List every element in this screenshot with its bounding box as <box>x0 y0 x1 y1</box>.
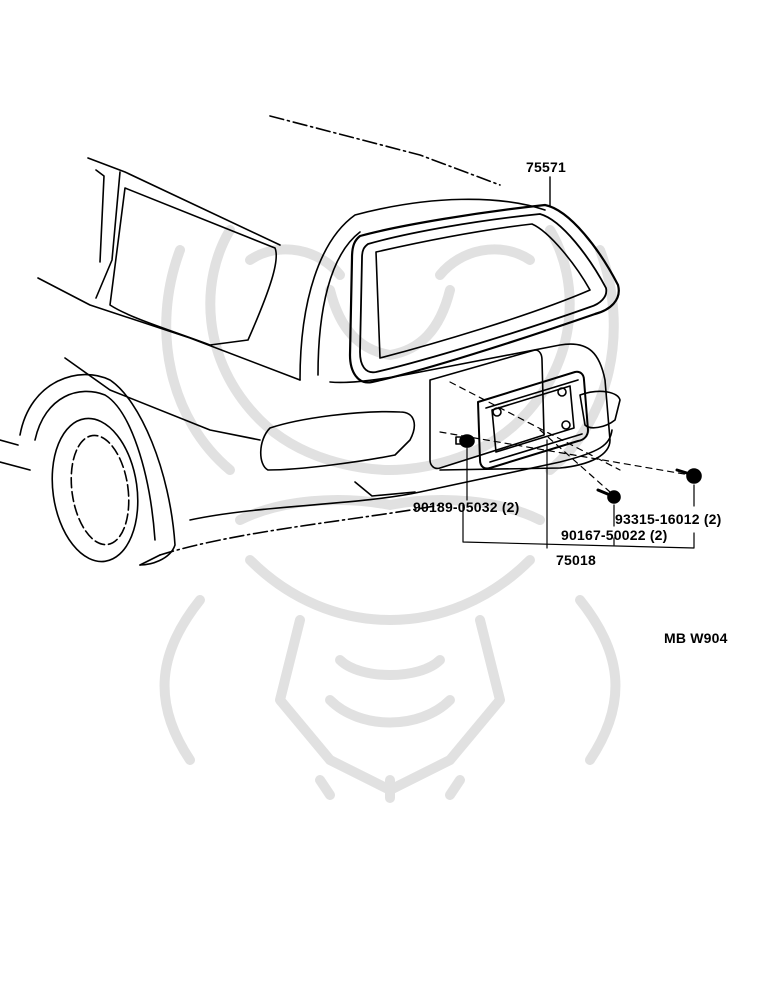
body-side-upper <box>37 277 301 381</box>
sill-line <box>0 461 31 471</box>
screw-90167 <box>596 488 621 504</box>
wheel-arch <box>19 373 176 566</box>
bumper-step <box>354 481 416 497</box>
rear-window-glass <box>375 223 591 359</box>
rear-quarter <box>299 198 546 381</box>
plate-bracket-inner <box>491 385 575 453</box>
part-label-90189[interactable]: 90189-05032 (2) <box>413 499 520 515</box>
rear-bumper-lower <box>159 504 441 556</box>
b-pillar-inner <box>95 169 105 263</box>
bracket-group-line <box>462 504 695 549</box>
bracket-bolt-hole <box>561 420 571 430</box>
plate-bracket-rib <box>485 379 583 463</box>
part-label-93315[interactable]: 93315-16012 (2) <box>615 511 722 527</box>
wheel-arch-inner <box>34 390 156 541</box>
tailgate <box>329 343 611 471</box>
plate-recess <box>429 349 545 470</box>
rear-wheel-hub <box>70 434 130 546</box>
fastener-line <box>439 431 691 476</box>
side-window <box>109 187 278 346</box>
body-lower <box>0 439 161 566</box>
plate-bracket <box>477 370 589 470</box>
rear-window-outer <box>348 203 620 384</box>
part-label-90167[interactable]: 90167-50022 (2) <box>561 527 668 543</box>
body-side-belt <box>64 357 261 441</box>
rear-window-inner <box>359 213 608 374</box>
tail-lamp-right <box>579 390 621 429</box>
rear-wheel <box>51 417 139 563</box>
b-pillar <box>95 171 121 299</box>
tail-lamp <box>259 410 416 471</box>
clip-90189 <box>455 434 475 448</box>
rear-bumper <box>189 429 613 521</box>
roof-line <box>269 115 501 186</box>
part-label-75018[interactable]: 75018 <box>556 552 596 568</box>
roof-edge <box>87 157 281 246</box>
fastener-line <box>449 381 621 471</box>
bracket-bolt-hole <box>557 387 567 397</box>
rear-quarter-inner <box>317 231 361 376</box>
figure-code: MB W904 <box>664 630 728 646</box>
fastener-line <box>539 429 611 493</box>
watermark-emblem <box>159 225 621 803</box>
part-label-75571[interactable]: 75571 <box>526 159 566 175</box>
screw-93315 <box>675 468 702 484</box>
bracket-bolt-hole <box>492 407 502 417</box>
